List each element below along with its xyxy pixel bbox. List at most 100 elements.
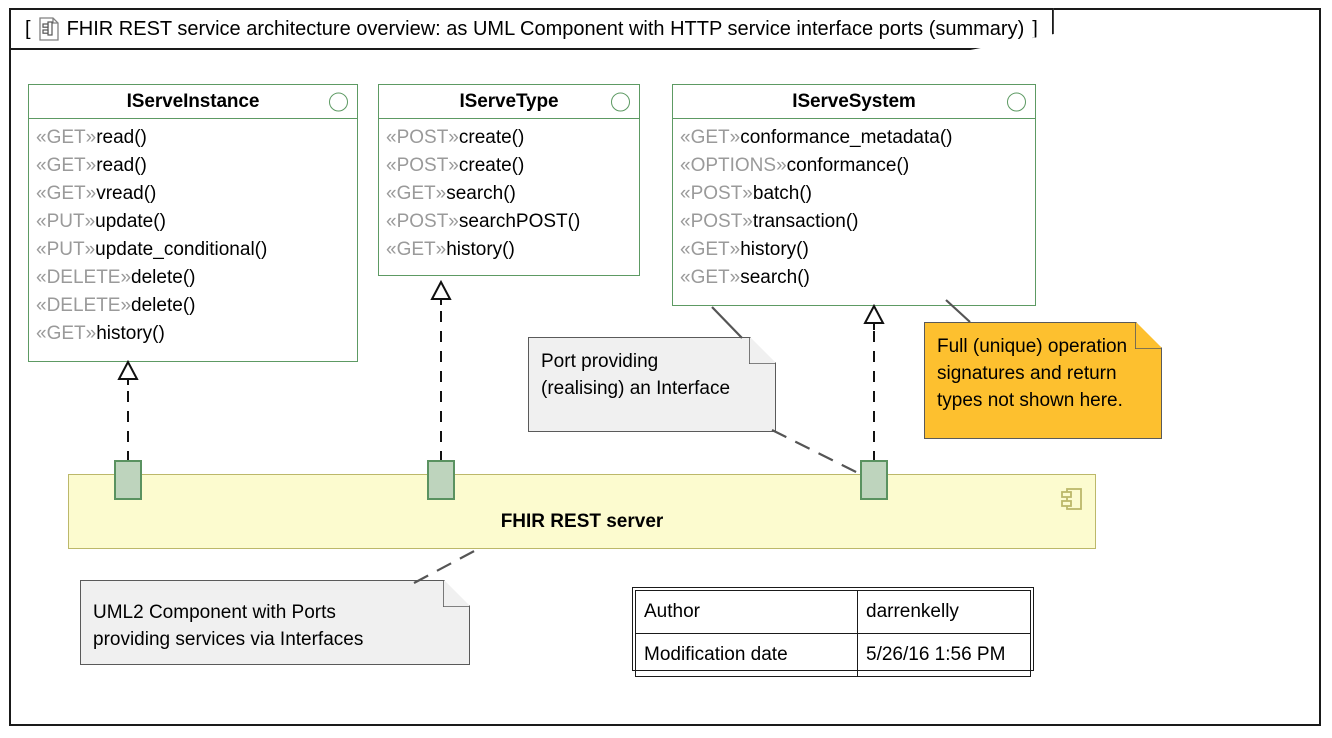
interface-iservesystem[interactable]: IServeSystem «GET»conformance_metadata()…	[672, 84, 1036, 306]
operation-name: search()	[740, 267, 810, 288]
interface-iservetype[interactable]: IServeType «POST»create() «POST»create()…	[378, 84, 640, 276]
operation-stereotype: «OPTIONS»	[680, 155, 787, 176]
note-line: Full (unique) operation	[937, 336, 1128, 357]
operation-name: history()	[740, 239, 809, 260]
operation-name: update()	[95, 211, 166, 232]
table-cell-value: darrenkelly	[857, 590, 1031, 634]
operation-stereotype: «GET»	[680, 239, 741, 260]
operation-name: create()	[458, 127, 525, 148]
table-row: Author darrenkelly	[635, 590, 1031, 634]
interface-header: IServeSystem	[673, 85, 1035, 119]
component-document-icon	[38, 17, 59, 41]
operation-row: «DELETE»delete()	[36, 292, 357, 320]
operation-row: «GET»vread()	[36, 180, 357, 208]
note-line: types not shown here.	[937, 390, 1123, 411]
interface-circle-icon	[1007, 92, 1026, 111]
operation-row: «GET»search()	[680, 264, 1035, 292]
operation-stereotype: «GET»	[36, 127, 97, 148]
port-iservetype[interactable]	[427, 460, 455, 500]
operation-row: «GET»history()	[36, 320, 357, 348]
interface-operations: «GET»read() «GET»read() «GET»vread() «PU…	[29, 119, 357, 356]
operation-row: «POST»create()	[386, 124, 639, 152]
operation-name: searchPOST()	[458, 211, 581, 232]
interface-operations: «GET»conformance_metadata() «OPTIONS»con…	[673, 119, 1035, 300]
operation-name: delete()	[131, 267, 196, 288]
operation-stereotype: «GET»	[36, 155, 97, 176]
operation-stereotype: «POST»	[680, 211, 753, 232]
operation-row: «GET»history()	[680, 236, 1035, 264]
interface-iserveinstance[interactable]: IServeInstance «GET»read() «GET»read() «…	[28, 84, 358, 362]
operation-row: «GET»read()	[36, 152, 357, 180]
note-fold-icon	[1135, 323, 1161, 349]
note-line: (realising) an Interface	[541, 378, 731, 399]
operation-row: «DELETE»delete()	[36, 264, 357, 292]
operation-stereotype: «GET»	[36, 323, 97, 344]
metadata-table: Author darrenkelly Modification date 5/2…	[632, 587, 1034, 677]
operation-row: «PUT»update_conditional()	[36, 236, 357, 264]
operation-row: «POST»searchPOST()	[386, 208, 639, 236]
operation-name: search()	[446, 183, 516, 204]
operation-row: «GET»read()	[36, 124, 357, 152]
operation-stereotype: «GET»	[36, 183, 97, 204]
operation-name: transaction()	[752, 211, 859, 232]
operation-name: read()	[96, 155, 147, 176]
operation-name: vread()	[96, 183, 157, 204]
operation-name: conformance()	[786, 155, 910, 176]
operation-stereotype: «POST»	[386, 211, 459, 232]
title-close-bracket: ]	[1032, 18, 1038, 40]
table-cell-key: Author	[635, 590, 858, 634]
port-iserveinstance[interactable]	[114, 460, 142, 500]
operation-stereotype: «PUT»	[36, 211, 96, 232]
operation-row: «GET»conformance_metadata()	[680, 124, 1035, 152]
diagram-title: FHIR REST service architecture overview:…	[66, 18, 1025, 40]
component-fhir-rest-server[interactable]: FHIR REST server	[68, 474, 1096, 549]
operation-stereotype: «GET»	[386, 239, 447, 260]
operation-row: «PUT»update()	[36, 208, 357, 236]
interface-name: IServeInstance	[126, 90, 260, 112]
note-line: providing services via Interfaces	[93, 629, 364, 650]
operation-row: «GET»search()	[386, 180, 639, 208]
operation-stereotype: «GET»	[680, 127, 741, 148]
note-signatures[interactable]: Full (unique) operation signatures and r…	[924, 322, 1162, 439]
operation-stereotype: «GET»	[680, 267, 741, 288]
operation-stereotype: «PUT»	[36, 239, 96, 260]
component-name: FHIR REST server	[500, 511, 664, 532]
interface-circle-icon	[611, 92, 630, 111]
interface-header: IServeInstance	[29, 85, 357, 119]
operation-name: history()	[96, 323, 165, 344]
port-iservesystem[interactable]	[860, 460, 888, 500]
table-row: Modification date 5/26/16 1:56 PM	[635, 633, 1031, 677]
note-text: Full (unique) operation signatures and r…	[925, 323, 1161, 424]
interface-name: IServeSystem	[792, 90, 916, 112]
operation-name: conformance_metadata()	[740, 127, 953, 148]
operation-row: «POST»transaction()	[680, 208, 1035, 236]
operation-name: update_conditional()	[95, 239, 268, 260]
operation-row: «GET»history()	[386, 236, 639, 264]
table-cell-key: Modification date	[635, 633, 858, 677]
note-port-providing[interactable]: Port providing (realising) an Interface	[528, 337, 776, 432]
operation-row: «OPTIONS»conformance()	[680, 152, 1035, 180]
operation-stereotype: «POST»	[680, 183, 753, 204]
note-fold-icon	[443, 581, 469, 607]
note-line: UML2 Component with Ports	[93, 602, 336, 623]
note-line: signatures and return	[937, 363, 1117, 384]
note-line: Port providing	[541, 351, 659, 372]
interface-operations: «POST»create() «POST»create() «GET»searc…	[379, 119, 639, 272]
operation-stereotype: «DELETE»	[36, 295, 132, 316]
note-text: UML2 Component with Ports providing serv…	[81, 581, 469, 663]
note-uml2-component[interactable]: UML2 Component with Ports providing serv…	[80, 580, 470, 665]
operation-name: read()	[96, 127, 147, 148]
table-cell-value: 5/26/16 1:56 PM	[857, 633, 1031, 677]
operation-name: history()	[446, 239, 515, 260]
operation-stereotype: «POST»	[386, 155, 459, 176]
interface-name: IServeType	[459, 90, 559, 112]
operation-row: «POST»create()	[386, 152, 639, 180]
note-fold-icon	[749, 338, 775, 364]
title-open-bracket: [	[25, 18, 31, 40]
diagram-title-tab: [ FHIR REST service architecture overvie…	[9, 8, 1054, 50]
operation-stereotype: «POST»	[386, 127, 459, 148]
operation-stereotype: «GET»	[386, 183, 447, 204]
operation-name: delete()	[131, 295, 196, 316]
operation-stereotype: «DELETE»	[36, 267, 132, 288]
